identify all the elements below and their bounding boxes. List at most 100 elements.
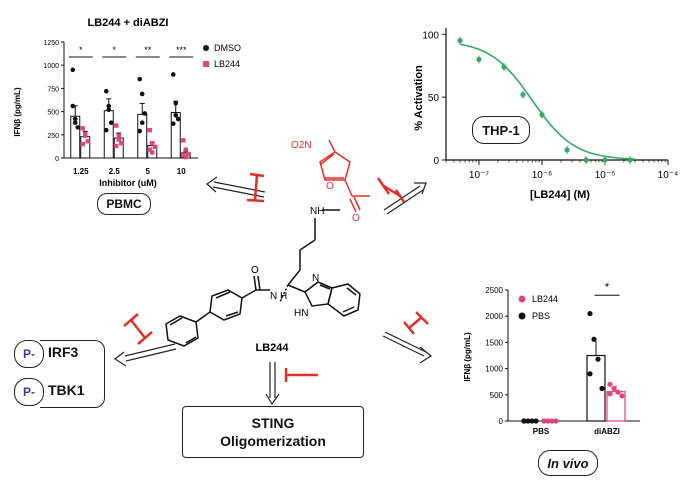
pbmc-point [106, 103, 112, 109]
pbmc-point [170, 72, 176, 77]
iv-point [529, 418, 535, 424]
pbmc-point [150, 150, 155, 155]
furan-oxygen-label: O [326, 181, 334, 192]
iv-point [545, 418, 551, 424]
arrow-to-invivo [382, 331, 433, 364]
iv-sig-bar [594, 294, 620, 296]
pbmc-ytick-label: 0 [55, 156, 59, 163]
thp1-point [501, 64, 507, 70]
thp1-xtick-label: 10⁻⁵ [595, 170, 616, 181]
invivo-label-box: In vivo [538, 450, 598, 476]
amide-oxygen-label-1: O [352, 213, 360, 224]
pbmc-xlabel: Inhibitor (uM) [99, 178, 156, 188]
pbmc-point [80, 126, 85, 131]
pbmc-point [70, 67, 76, 73]
iv-ytick-label: 2000 [485, 312, 503, 321]
pbmc-point [173, 113, 179, 118]
iv-point [615, 389, 621, 395]
iv-point [525, 418, 531, 424]
thp1-point [520, 92, 526, 98]
inhibit-pbmc [246, 172, 265, 203]
ring-n-label: N [312, 273, 319, 284]
pbmc-label-box: PBMC [97, 193, 151, 215]
nitro-label: O2N [291, 140, 312, 151]
iv-ytick-label: 1500 [485, 338, 503, 347]
iv-point [541, 418, 547, 424]
pbmc-point [103, 88, 109, 94]
pbmc-point [72, 120, 78, 126]
nh-label-left: N H [270, 291, 287, 302]
iv-point [533, 418, 539, 424]
iv-point [553, 418, 559, 424]
sting-line2: Oligomerization [220, 433, 326, 449]
pbmc-point [103, 127, 109, 133]
pbmc-point [85, 139, 90, 144]
compound-name: LB244 [255, 342, 289, 354]
pbmc-point [142, 111, 148, 116]
pbmc-point [116, 133, 121, 138]
pbmc-point [139, 91, 145, 97]
pbmc-ytick-label: 250 [47, 133, 59, 140]
inhibition-marks [123, 172, 429, 382]
iv-ytick-label: 1000 [485, 365, 503, 374]
nh-label-top: NH [310, 206, 324, 217]
phospho-prefix: P- [23, 347, 35, 361]
inhibit-thp1 [376, 177, 406, 203]
pbmc-label: PBMC [106, 197, 142, 211]
pbmc-ytick-label: 500 [47, 110, 59, 117]
legend-lb244-marker [203, 61, 209, 67]
arrow-to-phospho [113, 343, 177, 367]
iv-point [607, 381, 613, 387]
phospho-group: P- IRF3 P- TBK1 [14, 340, 106, 408]
thp1-xtick-label: 10⁻⁴ [658, 170, 679, 181]
thp1-point [564, 147, 570, 153]
pbmc-point [119, 140, 124, 146]
inhibit-invivo [403, 311, 429, 335]
pbmc-sig-label: *** [176, 45, 187, 55]
pbmc-point [183, 154, 188, 160]
phospho-prefix: P- [23, 385, 35, 399]
thp1-point [457, 37, 463, 44]
thp1-point [539, 112, 545, 118]
iv-point [611, 385, 617, 392]
legend-iv-pbs-marker [518, 312, 526, 320]
phospho-badge-tbk1: P- [14, 378, 44, 406]
legend-iv-pbs-label: PBS [532, 311, 550, 321]
thp1-label: THP-1 [482, 122, 520, 138]
tbk1-label: TBK1 [48, 382, 85, 398]
iv-xtick-label: diABZI [594, 427, 620, 436]
iv-point [619, 393, 625, 399]
legend-iv-lb244-label: LB244 [532, 294, 558, 304]
pbmc-point [137, 128, 143, 134]
pbmc-point [183, 147, 188, 152]
iv-point [521, 418, 527, 424]
thp1-ylabel: % Activation [413, 65, 425, 131]
pbmc-ytick-label: 1000 [43, 63, 59, 70]
amide-oxygen-label-2: O [251, 265, 259, 276]
iv-point [549, 418, 555, 424]
thp1-ytick-label: 0 [433, 156, 439, 167]
legend-iv-lb244-marker [518, 295, 526, 303]
thp1-point [583, 157, 589, 163]
pbmc-xtick-label: 10 [177, 167, 186, 176]
irf3-label: IRF3 [48, 344, 79, 360]
pbmc-point [150, 140, 155, 146]
thp1-label-box: THP-1 [472, 116, 530, 144]
iv-point [587, 310, 593, 317]
iv-sig-label: * [605, 282, 610, 294]
arrows [113, 176, 433, 406]
iv-point [607, 391, 613, 397]
pbmc-point [152, 144, 157, 150]
pbmc-sig-label: * [79, 45, 83, 55]
phospho-bracket [40, 340, 105, 408]
pbmc-point [72, 116, 78, 122]
iv-point [595, 356, 601, 362]
pbmc-point [114, 143, 119, 149]
iv-point [599, 385, 605, 392]
arrow-to-sting [265, 362, 280, 406]
pbmc-chart-title: LB244 + diABZI [88, 17, 169, 29]
pbmc-point [147, 127, 152, 133]
pbmc-point [108, 120, 114, 126]
